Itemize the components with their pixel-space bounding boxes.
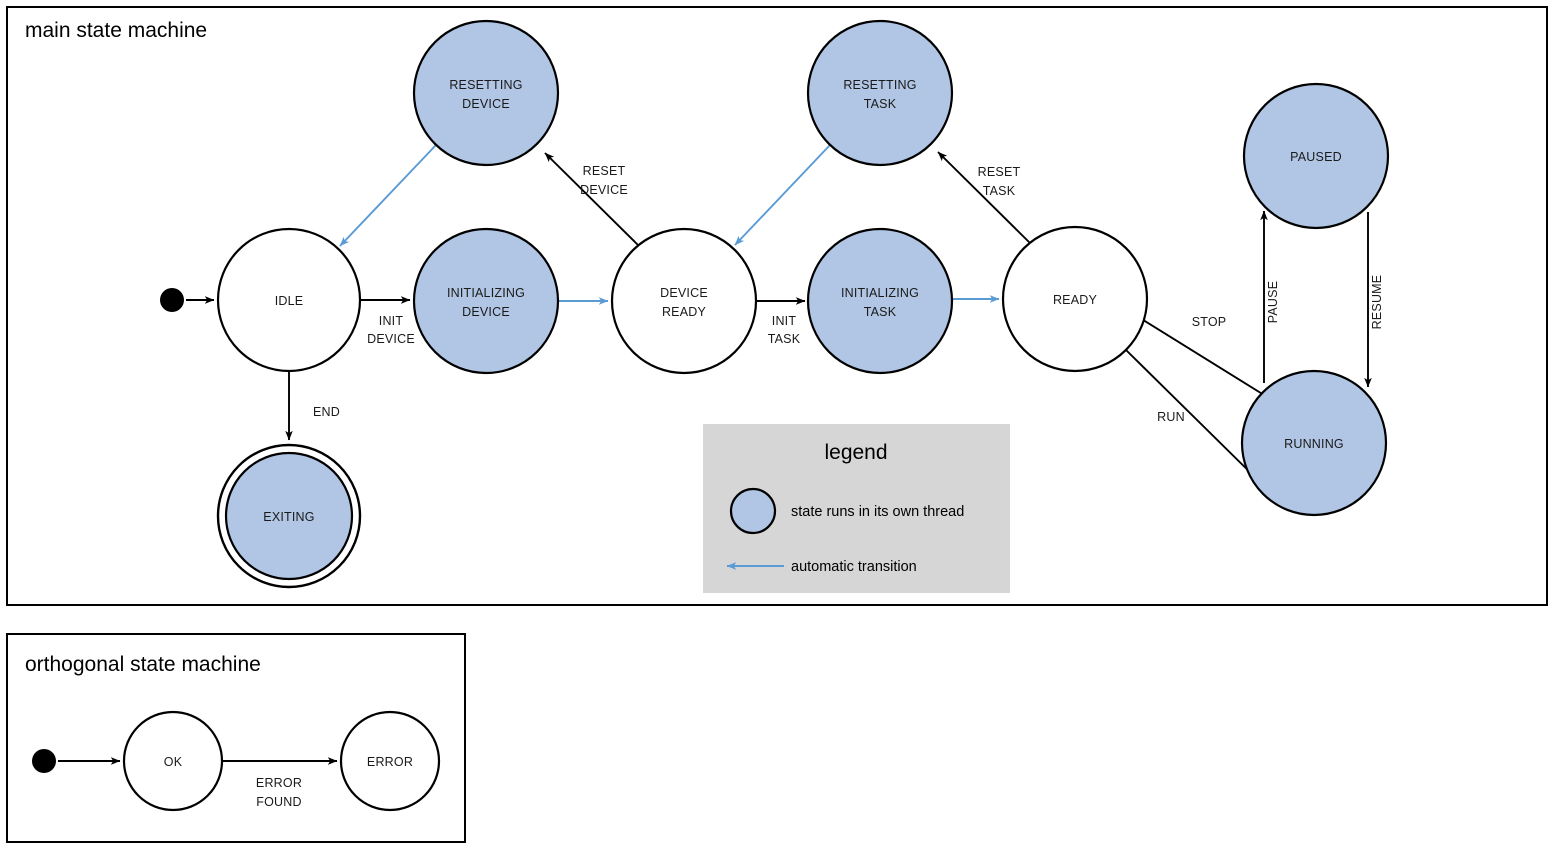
state-label-idle: IDLE bbox=[275, 294, 304, 308]
main-machine-frame bbox=[6, 6, 1548, 606]
state-label-resetting-device-1: RESETTING bbox=[449, 78, 522, 92]
state-label-ok: OK bbox=[164, 755, 183, 769]
initial-state-marker-main bbox=[160, 288, 184, 312]
initial-state-marker-orthogonal bbox=[32, 749, 56, 773]
state-label-initializing-task-1: INITIALIZING bbox=[841, 286, 919, 300]
edge-label-stop: STOP bbox=[1192, 315, 1227, 329]
edge-label-pause: PAUSE bbox=[1266, 281, 1280, 323]
state-node-paused[interactable]: PAUSED bbox=[1242, 82, 1390, 230]
edge-label-end: END bbox=[313, 405, 340, 419]
state-label-ready: READY bbox=[1053, 293, 1098, 307]
state-node-ready[interactable]: READY bbox=[1001, 225, 1149, 373]
edge-resetting-task-to-device-ready bbox=[734, 144, 831, 246]
edge-label-reset-device-2: DEVICE bbox=[580, 183, 628, 197]
state-node-device-ready[interactable]: DEVICE READY bbox=[610, 227, 758, 375]
state-label-resetting-task-2: TASK bbox=[864, 97, 897, 111]
state-node-running[interactable]: RUNNING bbox=[1240, 369, 1388, 517]
state-node-idle[interactable]: IDLE bbox=[216, 227, 362, 373]
edge-label-reset-task-2: TASK bbox=[983, 184, 1016, 198]
state-label-exiting: EXITING bbox=[263, 510, 314, 524]
state-node-resetting-device[interactable]: RESETTING DEVICE bbox=[412, 19, 560, 167]
state-node-resetting-task[interactable]: RESETTING TASK bbox=[806, 19, 954, 167]
edge-label-init-task-2: TASK bbox=[768, 332, 801, 346]
legend-thread-circle-icon bbox=[729, 487, 777, 535]
orthogonal-machine-frame bbox=[6, 633, 466, 843]
edge-resetting-device-to-idle bbox=[339, 144, 437, 247]
edge-ready-to-resetting-task bbox=[937, 151, 1031, 244]
state-label-resetting-device-2: DEVICE bbox=[462, 97, 510, 111]
edge-label-run: RUN bbox=[1157, 410, 1185, 424]
edge-label-init-task-1: INIT bbox=[772, 314, 797, 328]
state-node-ok[interactable]: OK bbox=[122, 710, 224, 812]
legend-title: legend bbox=[824, 441, 887, 464]
edge-label-reset-device-1: RESET bbox=[583, 164, 626, 178]
state-label-error: ERROR bbox=[367, 755, 413, 769]
edge-label-error-found-2: FOUND bbox=[256, 795, 301, 809]
edge-ready-to-running bbox=[1125, 349, 1266, 488]
legend-item-thread-text: state runs in its own thread bbox=[791, 504, 964, 520]
legend-item-automatic-text: automatic transition bbox=[791, 559, 917, 575]
state-label-running: RUNNING bbox=[1284, 437, 1344, 451]
orthogonal-machine-title: orthogonal state machine bbox=[25, 653, 261, 676]
state-label-initializing-device-1: INITIALIZING bbox=[447, 286, 525, 300]
edge-label-init-device-2: DEVICE bbox=[367, 332, 415, 346]
legend-panel: legend state runs in its own thread auto… bbox=[703, 424, 1010, 593]
state-label-initializing-device-2: DEVICE bbox=[462, 305, 510, 319]
edge-label-reset-task-1: RESET bbox=[978, 165, 1021, 179]
state-label-paused: PAUSED bbox=[1290, 150, 1342, 164]
state-node-initializing-device[interactable]: INITIALIZING DEVICE bbox=[412, 227, 560, 375]
state-label-device-ready-2: READY bbox=[662, 305, 707, 319]
state-label-resetting-task-1: RESETTING bbox=[843, 78, 916, 92]
state-node-exiting[interactable]: EXITING bbox=[216, 443, 362, 589]
state-node-error[interactable]: ERROR bbox=[339, 710, 441, 812]
edge-running-to-ready bbox=[1131, 312, 1265, 396]
edge-label-init-device-1: INIT bbox=[379, 314, 404, 328]
state-node-initializing-task[interactable]: INITIALIZING TASK bbox=[806, 227, 954, 375]
edge-device-ready-to-resetting-device bbox=[544, 152, 639, 246]
state-label-initializing-task-2: TASK bbox=[864, 305, 897, 319]
edge-label-error-found-1: ERROR bbox=[256, 776, 302, 790]
main-machine-title: main state machine bbox=[25, 19, 207, 42]
state-label-device-ready-1: DEVICE bbox=[660, 286, 708, 300]
edge-label-resume: RESUME bbox=[1370, 275, 1384, 330]
